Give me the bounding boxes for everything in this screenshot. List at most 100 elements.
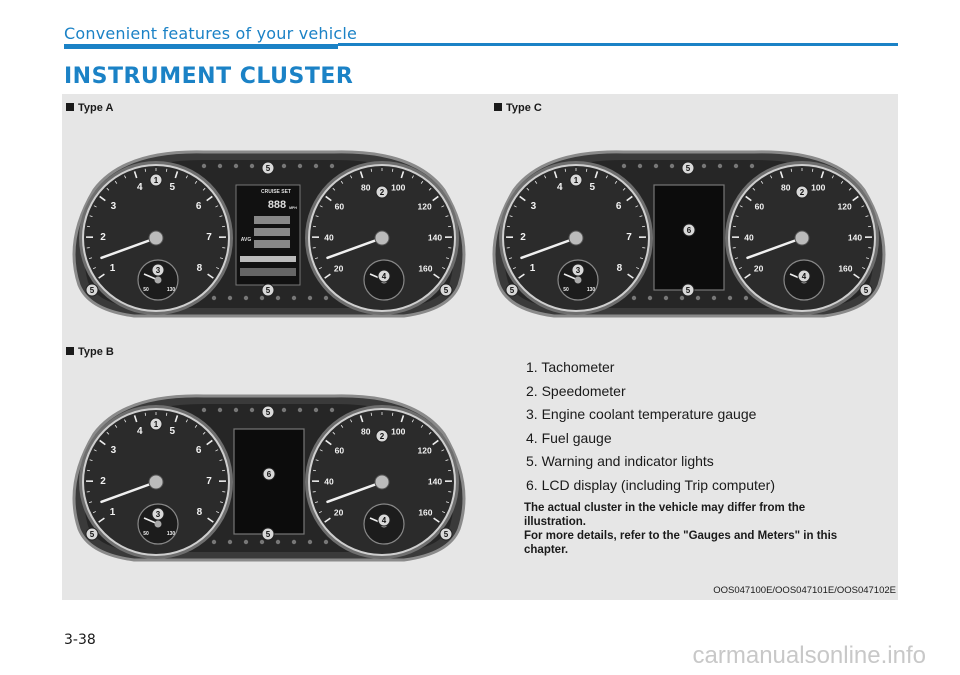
gauge-tick — [614, 180, 618, 184]
gauge-tick — [98, 273, 105, 279]
gauge-tick — [350, 419, 353, 423]
gauge-tick — [770, 175, 773, 179]
gauge-needle — [520, 236, 578, 260]
callout-circle — [151, 507, 165, 521]
indicator-light — [243, 539, 249, 545]
lcd-cruise-text: CRUISE SET — [261, 189, 291, 195]
gauge-tick — [831, 175, 834, 179]
callout-circle — [859, 283, 873, 297]
gauge-tick — [98, 517, 105, 523]
lcd-unit: MPH — [289, 206, 297, 210]
callout-circle — [85, 527, 99, 541]
gauge-tick — [319, 449, 323, 452]
gauge-tick — [853, 273, 860, 279]
gauge-tick — [865, 257, 870, 260]
callout-circle — [375, 185, 389, 199]
gauge-tick — [350, 175, 353, 179]
gauge-tick — [626, 195, 633, 202]
gauge-tick — [185, 175, 188, 179]
gauge-tick — [820, 171, 825, 179]
sub-gauge-label: 50 — [143, 531, 149, 537]
gauge-tick — [534, 180, 538, 184]
gauge-tick — [735, 215, 739, 218]
gauge-number: 40 — [324, 476, 334, 486]
gauge-tick — [411, 175, 414, 179]
indicator-light — [217, 407, 223, 413]
gauge-number: 7 — [206, 476, 212, 487]
callout-circle — [151, 263, 165, 277]
gauge-tick — [734, 257, 739, 260]
callout-number: 5 — [266, 530, 271, 539]
gauge-tick — [400, 415, 405, 423]
legend-item: 2. Speedometer — [526, 382, 626, 399]
indicator-light — [233, 407, 239, 413]
gauge-tick — [779, 171, 784, 179]
gauge-number: 160 — [838, 263, 852, 273]
gauge-needle — [746, 236, 804, 260]
gauge-tick — [340, 424, 344, 428]
gauge-tick — [194, 180, 198, 184]
page-number: 3-38 — [64, 632, 96, 648]
gauge-number: 3 — [111, 201, 117, 212]
gauge-tick — [752, 187, 756, 191]
gauge-number: 160 — [418, 507, 432, 517]
indicator-light — [695, 295, 701, 301]
indicator-light — [249, 407, 255, 413]
callout-circle — [439, 527, 453, 541]
gauge-tick — [99, 439, 106, 446]
gauge-tick — [185, 419, 188, 423]
indicator-light — [733, 163, 739, 169]
indicator-light — [749, 163, 755, 169]
gauge-tick — [133, 415, 138, 423]
gauge-tick — [513, 205, 517, 208]
gauge-tick — [216, 267, 220, 270]
callout-number: 5 — [686, 286, 691, 295]
callout-number: 5 — [510, 286, 515, 295]
callout-circle — [682, 223, 696, 237]
callout-number: 5 — [444, 286, 449, 295]
callout-number: 3 — [576, 266, 581, 275]
figure-codes: OOS047100E/OOS047101E/OOS047102E — [713, 585, 896, 596]
gauge-tick — [508, 257, 513, 260]
gauge-number: 1 — [110, 507, 116, 518]
gauge-tick — [622, 187, 626, 191]
gauge-number: 40 — [324, 232, 334, 242]
gauge-tick — [432, 195, 439, 202]
gauge-tick — [627, 273, 634, 279]
callout-number: 5 — [864, 286, 869, 295]
section-title: Convenient features of your vehicle — [64, 24, 358, 43]
gauge-number: 7 — [206, 232, 212, 243]
gauge-number: 20 — [334, 263, 344, 273]
indicator-light — [637, 163, 643, 169]
indicator-light — [217, 163, 223, 169]
indicator-light — [329, 163, 335, 169]
gauge-tick — [99, 195, 106, 202]
callout-number: 5 — [444, 530, 449, 539]
gauge-tick — [447, 225, 452, 228]
type-a-label: Type A — [66, 102, 113, 114]
callout-circle — [261, 161, 275, 175]
gauge-tick — [124, 419, 127, 423]
note-line-1: The actual cluster in the vehicle may di… — [524, 502, 806, 528]
indicator-light — [275, 539, 281, 545]
callout-circle — [681, 161, 695, 175]
gauge-tick — [594, 171, 599, 179]
callout-number: 2 — [800, 188, 805, 197]
indicator-light — [297, 407, 303, 413]
callout-number: 2 — [380, 188, 385, 197]
gauge-tick — [202, 187, 206, 191]
indicator-light — [711, 295, 717, 301]
callout-number: 5 — [266, 164, 271, 173]
gauge-tick — [442, 267, 446, 270]
gauge-tick — [420, 180, 424, 184]
indicator-light — [727, 295, 733, 301]
gauge-number: 20 — [334, 507, 344, 517]
gauge-number: 3 — [531, 201, 537, 212]
gauge-tick — [865, 215, 869, 218]
gauge-tick — [106, 431, 110, 435]
gauge-number: 5 — [589, 182, 595, 193]
indicator-light — [679, 295, 685, 301]
gauge-tick — [441, 205, 445, 208]
indicator-light — [297, 163, 303, 169]
gauge-number: 8 — [617, 263, 623, 274]
